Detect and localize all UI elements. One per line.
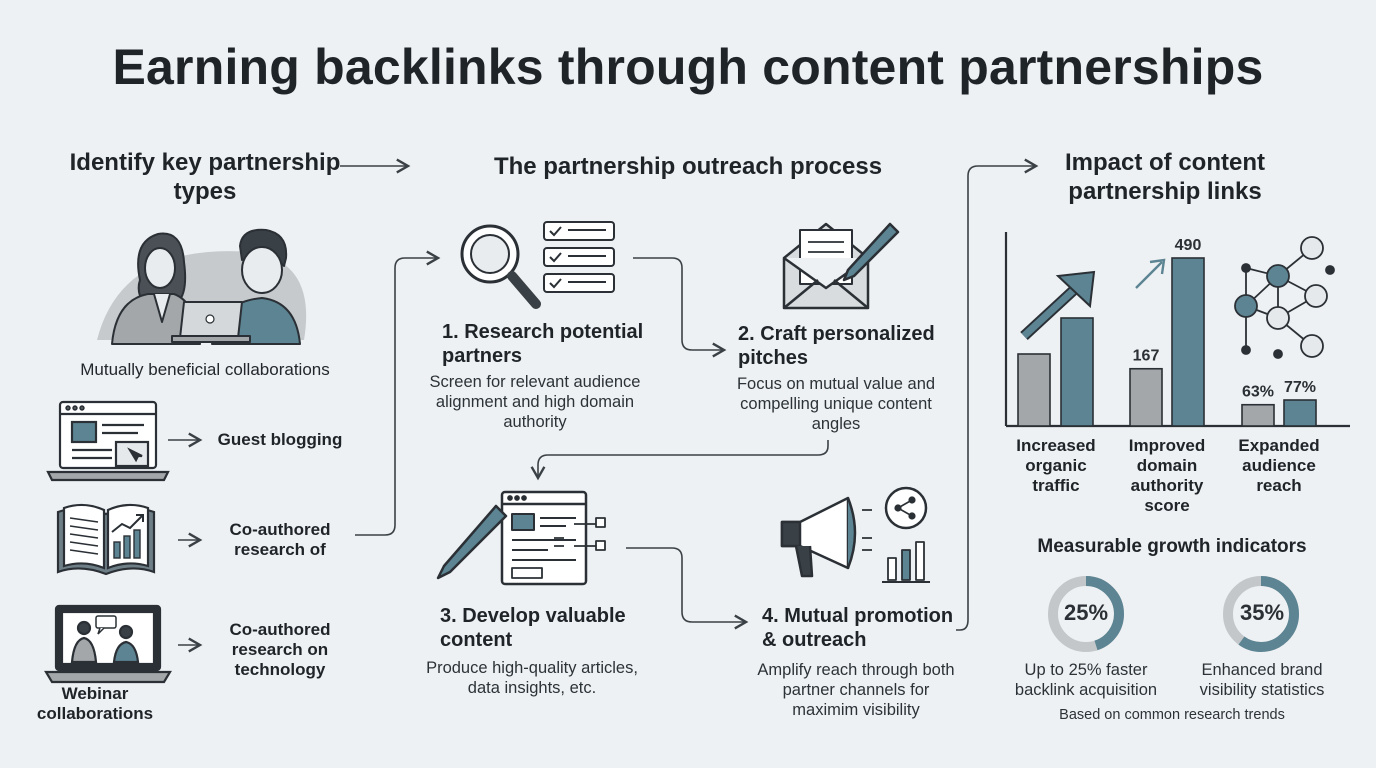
donut-1-caption: Up to 25% faster backlink acquisition xyxy=(1014,661,1158,699)
collaborators-illustration-icon xyxy=(97,228,307,345)
partnership-types-heading: Identify key partnership types xyxy=(69,149,341,205)
envelope-pen-icon xyxy=(782,222,900,310)
impact-heading: Impact of content partnership links xyxy=(1064,149,1265,205)
donut-1-value: 25% xyxy=(1063,600,1109,625)
webinar-laptop-icon xyxy=(44,604,172,684)
step-4-title: 4. Mutual promotion & outreach xyxy=(762,605,954,651)
open-book-chart-icon xyxy=(56,503,156,576)
bar-value-label: 490 xyxy=(1175,237,1202,254)
step-1-description: Screen for relevant audience alignment a… xyxy=(429,373,641,431)
partnership-type-guest-blogging: Guest blogging xyxy=(217,430,343,449)
webinar-caption: Webinar collaborations xyxy=(36,684,154,723)
step-3-title: 3. Develop valuable content xyxy=(440,605,626,651)
small-trend-arrow-icon xyxy=(1135,258,1166,289)
partnership-type-co-authored-technology: Co-authored research on technology xyxy=(229,620,331,679)
step-1-title: 1. Research potential partners xyxy=(442,321,644,367)
step-2-description: Focus on mutual value and compelling uni… xyxy=(736,375,936,433)
category-label-audience: Expanded audience reach xyxy=(1238,436,1320,495)
page-title: Earning backlinks through content partne… xyxy=(112,39,1264,95)
laptop-blog-icon xyxy=(46,400,170,482)
bar-1-0 xyxy=(1129,367,1163,427)
partnership-type-co-authored-research: Co-authored research of xyxy=(229,520,331,559)
step-4-description: Amplify reach through both partner chann… xyxy=(757,661,955,719)
bar-value-label: 63% xyxy=(1242,384,1274,401)
audience-network-icon xyxy=(1234,236,1335,359)
bar-value-label: 167 xyxy=(1133,348,1160,365)
donut-fill xyxy=(1048,576,1124,652)
pencil-document-icon xyxy=(436,490,606,586)
outreach-process-heading: The partnership outreach process xyxy=(493,153,883,180)
bar-value-label: 77% xyxy=(1284,379,1316,396)
bar-traffic-gray xyxy=(1017,353,1051,427)
category-label-traffic: Increased organic traffic xyxy=(1016,436,1096,495)
category-label-authority: Improved domain authority score xyxy=(1128,436,1206,515)
magnifier-checklist-icon xyxy=(460,221,615,309)
growth-heading: Measurable growth indicators xyxy=(1037,536,1307,557)
donut-fill xyxy=(1223,576,1299,652)
step-2-title: 2. Craft personalized pitches xyxy=(738,323,935,369)
step-3-description: Produce high-quality articles, data insi… xyxy=(426,659,638,697)
donut-2-caption: Enhanced brand visibility statistics xyxy=(1199,661,1325,699)
growth-footnote: Based on common research trends xyxy=(1059,707,1285,723)
bar-2-1 xyxy=(1283,399,1317,427)
bar-2-0 xyxy=(1241,403,1275,427)
bar-1-1 xyxy=(1171,257,1205,427)
donut-2-value: 35% xyxy=(1239,600,1285,625)
megaphone-share-icon xyxy=(780,486,930,583)
hero-caption: Mutually beneficial collaborations xyxy=(80,360,330,379)
bar-traffic-accent xyxy=(1060,317,1094,427)
